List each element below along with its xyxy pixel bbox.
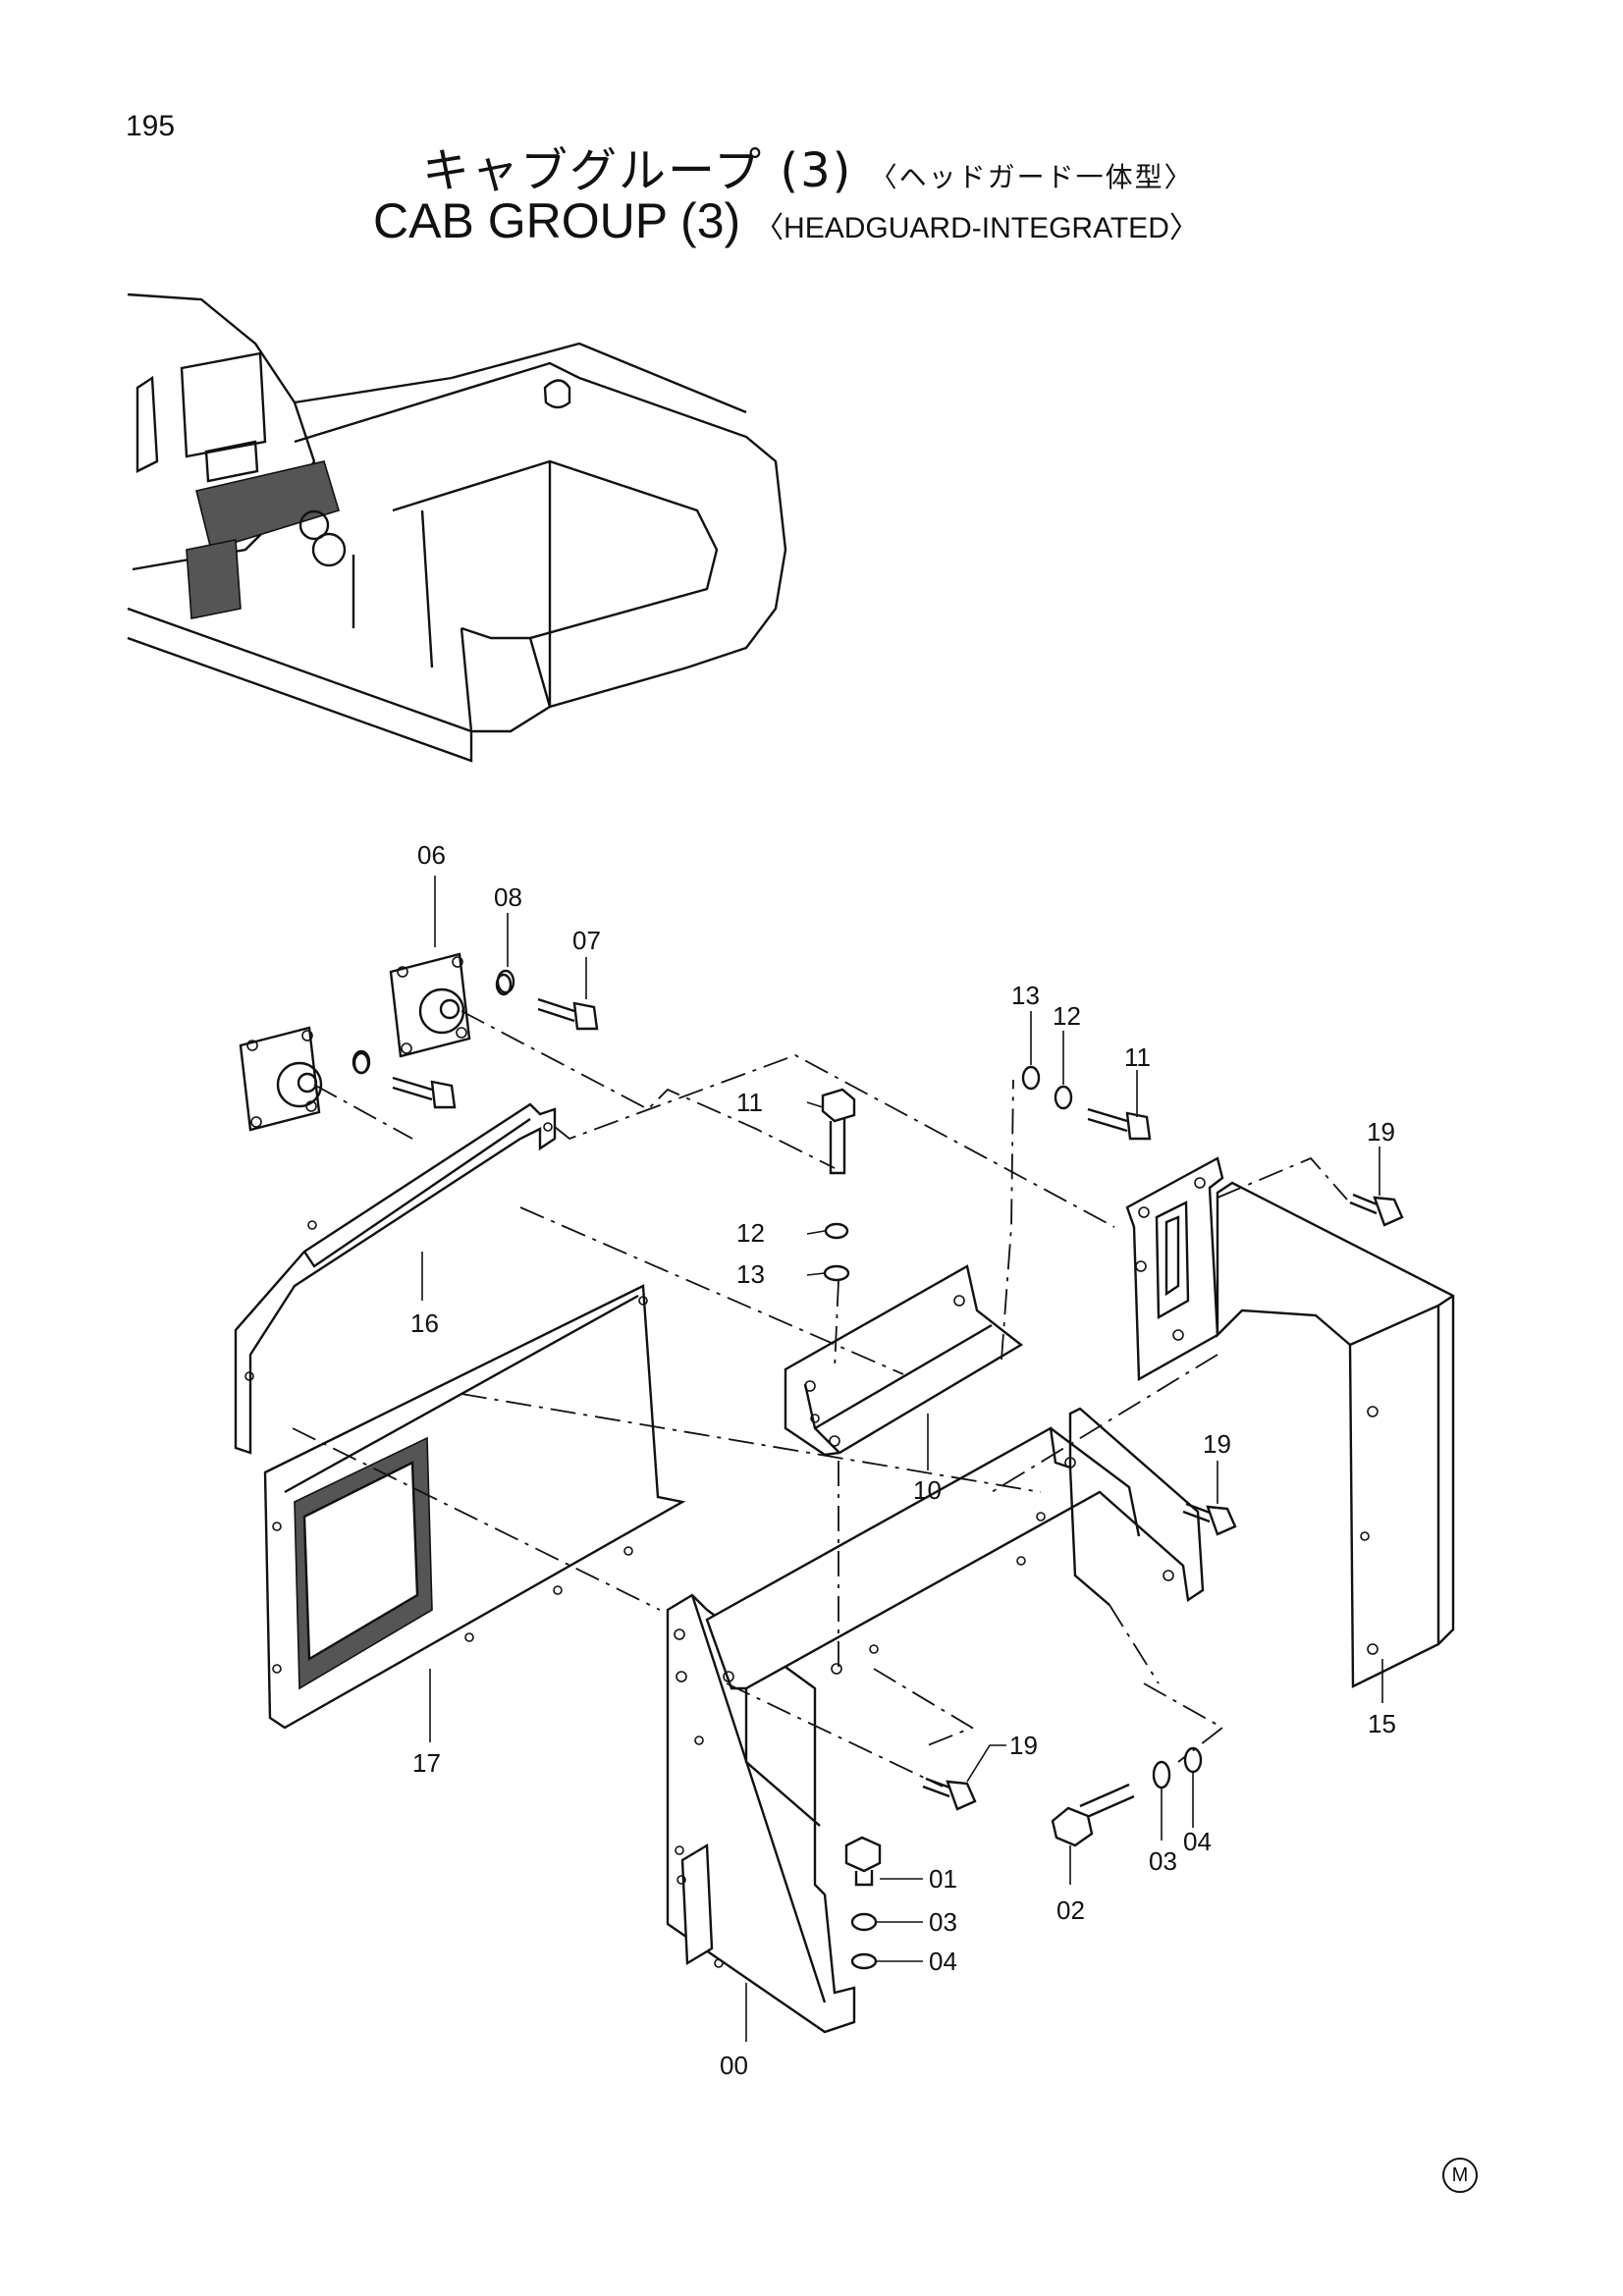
corner-m-mark: M <box>1442 2158 1478 2193</box>
part-label-19-middle: 19 <box>1203 1429 1231 1459</box>
machine-overview-illustration <box>127 293 787 763</box>
washer-04-bottom <box>850 1952 878 1970</box>
bolt-02 <box>1051 1783 1135 1847</box>
part-label-13-center: 13 <box>736 1259 765 1289</box>
part-label-07: 07 <box>572 926 601 955</box>
frame-16 <box>234 1102 557 1455</box>
title-english-main: CAB GROUP (3) <box>373 193 741 248</box>
part-label-17: 17 <box>412 1748 441 1778</box>
part-number-labels: 06 08 07 13 12 11 19 11 12 13 16 10 19 1… <box>410 840 1396 2080</box>
part-label-13-upper: 13 <box>1011 981 1040 1010</box>
part-label-00: 00 <box>720 2051 748 2080</box>
bolt-01 <box>844 1836 882 1887</box>
part-label-01: 01 <box>929 1864 957 1894</box>
washer-12-right <box>1054 1085 1073 1110</box>
part-label-12-center: 12 <box>736 1218 765 1248</box>
part-label-03-bottom: 03 <box>929 1907 957 1937</box>
washer-08 <box>496 969 515 994</box>
part-label-11-upper: 11 <box>1124 1042 1151 1072</box>
washer-13-right <box>1021 1065 1041 1091</box>
bracket-10 <box>784 1264 1024 1457</box>
cab-mount-06-lower <box>239 1026 370 1132</box>
part-label-19-top: 19 <box>1367 1117 1395 1147</box>
plate-17 <box>263 1284 686 1730</box>
washer-13-center <box>823 1264 850 1282</box>
bolt-11-right <box>1087 1107 1152 1141</box>
washer-08-lower <box>352 1049 371 1075</box>
part-label-06: 06 <box>417 840 446 870</box>
washer-03-bottom <box>850 1912 878 1932</box>
bracket-right-upper <box>1125 1156 1224 1382</box>
leader-lines <box>421 876 1383 2042</box>
main-frame-00 <box>666 1407 1205 2034</box>
title-japanese: キャブグループ (3) 〈ヘッドガード一体型〉 <box>422 132 1194 200</box>
panel-15 <box>1216 1181 1455 1688</box>
part-label-11-center: 11 <box>736 1088 763 1117</box>
part-label-10: 10 <box>913 1475 942 1505</box>
part-label-12-upper: 12 <box>1053 1001 1081 1031</box>
part-label-15: 15 <box>1368 1709 1396 1738</box>
bolt-11-center <box>821 1088 856 1175</box>
bolt-07-upper <box>537 997 599 1031</box>
washer-12-center <box>824 1222 849 1240</box>
title-japanese-subtitle: 〈ヘッドガード一体型〉 <box>869 161 1194 193</box>
part-label-03-right: 03 <box>1149 1846 1177 1876</box>
part-label-04-right: 04 <box>1183 1827 1212 1856</box>
assembly-guide-lines <box>292 1010 1348 1788</box>
part-label-16: 16 <box>410 1308 439 1338</box>
part-label-19-bottom: 19 <box>1009 1731 1038 1760</box>
bolt-19-bottom <box>922 1777 977 1811</box>
bolt-19-middle <box>1182 1502 1237 1536</box>
title-english: CAB GROUP (3) 〈HEADGUARD-INTEGRATED〉 <box>373 192 1199 249</box>
washer-03-right <box>1152 1760 1171 1789</box>
page-number: 195 <box>126 110 176 142</box>
washer-04-right <box>1183 1746 1203 1774</box>
cab-mount-06-upper <box>389 952 513 1058</box>
bolt-19-top <box>1349 1193 1404 1227</box>
bolt-07-lower <box>392 1076 457 1109</box>
title-english-subtitle: 〈HEADGUARD-INTEGRATED〉 <box>754 212 1199 244</box>
part-label-04-bottom: 04 <box>929 1947 957 1976</box>
part-label-02: 02 <box>1056 1896 1085 1925</box>
title-japanese-main: キャブグループ (3) <box>422 143 853 198</box>
part-label-08: 08 <box>494 882 522 912</box>
